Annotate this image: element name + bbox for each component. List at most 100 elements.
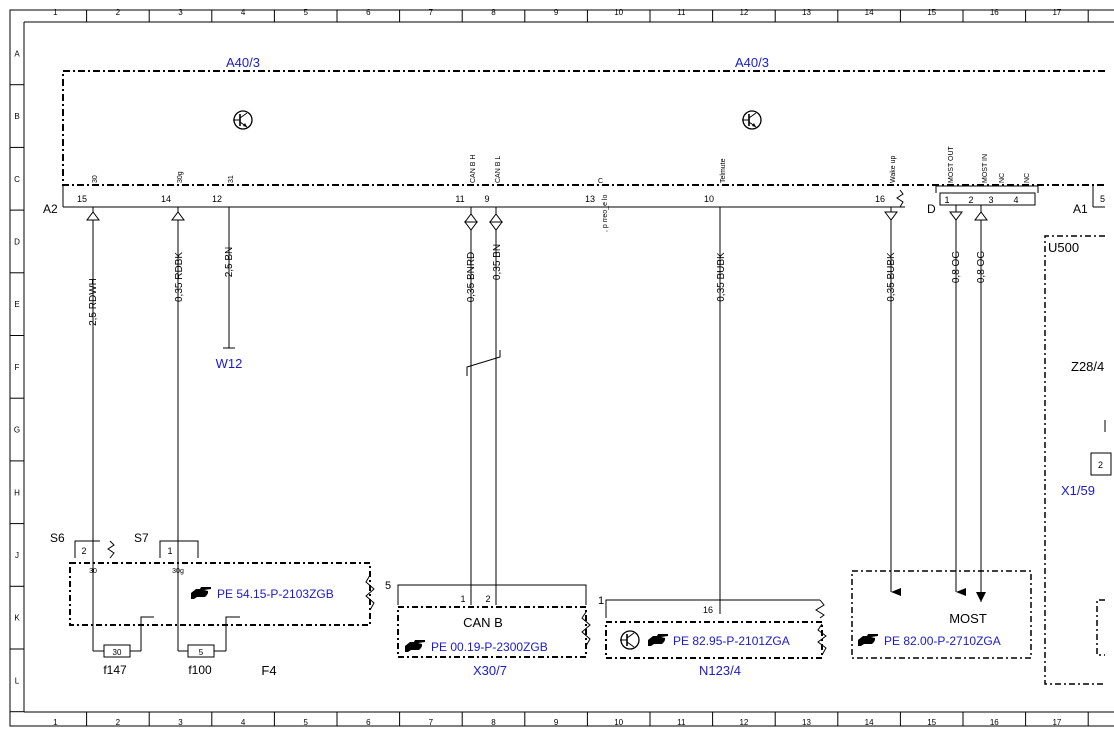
a2-label: A2 [43, 202, 58, 216]
grid-column-label: 14 [865, 8, 874, 17]
grid-row-label: H [14, 488, 20, 497]
pin-number-14: 14 [161, 194, 171, 204]
n123-box-boundary [605, 621, 823, 659]
d-pin-number-2: 2 [968, 195, 973, 205]
pin-name-30g: 30g [177, 171, 184, 183]
grid-column-label: 2 [116, 8, 121, 17]
a1-label: A1 [1073, 202, 1088, 216]
wire-label-wake-up: 0,35 BUBK [886, 252, 897, 302]
d-pin-name-most-out: MOST OUT [948, 145, 955, 183]
a40-module-boundary [62, 70, 1105, 186]
pin-name-can-b-l: CAN B L [495, 156, 502, 183]
n123-box-zigzag [817, 623, 827, 656]
most-box-reference-link[interactable]: PE 82.00-P-2710ZGA [884, 634, 1001, 648]
grid-row-label: A [14, 49, 20, 58]
pin-name-telmute: Telmute [720, 158, 727, 183]
grid-row-label: F [15, 363, 20, 372]
pin-name-wake-up: Wake up [890, 156, 897, 183]
pin-name-can-b-h: CAN B H [470, 155, 477, 183]
can-box-pin-1: 1 [460, 594, 465, 604]
z28-label: Z28/4 [1071, 359, 1104, 374]
reference-hand-icon [648, 634, 668, 646]
wire-label-bn-ground: 2,5 BN [224, 247, 235, 278]
grid-column-label: 12 [739, 8, 748, 17]
grid-column-label: 16 [990, 8, 999, 17]
x1-59-pin-number: 2 [1098, 460, 1103, 470]
x1-59-connector [1090, 452, 1112, 476]
most-box-boundary [851, 570, 1032, 659]
fuse-box-reference-link[interactable]: PE 54.15-P-2103ZGB [217, 587, 334, 601]
u500-inner-box [1096, 599, 1105, 656]
grid-row-label: C [14, 175, 20, 184]
can-box-reference-link[interactable]: PE 00.19-P-2300ZGB [431, 640, 548, 654]
can-box-zigzag [581, 611, 591, 647]
s7-label: S7 [134, 531, 149, 545]
fuse-f147-circuit [92, 616, 154, 658]
wire-rdbk [171, 207, 185, 625]
pin-number-16: 16 [875, 194, 885, 204]
wire-label-most-in: 0,8 OG [976, 251, 987, 283]
x1-59-label: X1/59 [1061, 483, 1095, 498]
transistor-icon [742, 110, 762, 130]
wire-bnrd [464, 207, 478, 605]
can-box-boundary [397, 606, 587, 658]
reference-hand-icon [858, 634, 878, 646]
grid-column-label: 3 [178, 8, 183, 17]
a1-pin-number: 5 [1100, 194, 1105, 204]
transistor-icon [233, 110, 253, 130]
d-pin-name-nc: NC [1024, 173, 1031, 183]
wire-bubk-most [884, 207, 901, 596]
can-box-bracket [397, 584, 587, 605]
grid-column-label: 8 [491, 718, 496, 727]
grid-row-label: D [14, 237, 20, 246]
grid-column-label: 15 [927, 8, 936, 17]
fuse-f147-label: f147 [103, 663, 127, 677]
grid-row-label: L [15, 676, 20, 685]
fuse-box-boundary [69, 562, 371, 626]
d-connector-label: D [927, 202, 936, 216]
s6-label: S6 [50, 531, 65, 545]
fuse-f100-circuit [177, 616, 240, 658]
grid-row-label: E [14, 300, 19, 309]
wire-label-telmute: 0,35 BUBK [716, 252, 727, 302]
grid-column-label: 5 [303, 8, 308, 17]
grid-row-label: B [14, 112, 19, 121]
d-pin-number-4: 4 [1013, 195, 1018, 205]
n123-box-number: 1 [598, 595, 604, 607]
reference-hand-icon [405, 640, 425, 652]
n123-box-reference-link[interactable]: PE 82.95-P-2101ZGA [673, 634, 790, 648]
grid-column-label: 13 [802, 8, 811, 17]
grid-column-label: 16 [990, 718, 999, 727]
wire-rdwh [86, 207, 100, 625]
pin-number-9: 9 [484, 194, 489, 204]
grid-column-label: 2 [116, 718, 121, 727]
wire-label-rdbk: 0,35 RDBK [174, 252, 185, 302]
grid-column-label: 17 [1052, 8, 1061, 17]
wire-og-in [974, 205, 988, 602]
pin-name-31: 31 [228, 175, 235, 183]
fuse-f147-value: 30 [113, 648, 122, 657]
a40-right-label: A40/3 [735, 55, 769, 70]
n123-box-pin-16: 16 [703, 605, 713, 615]
grid-column-label: 10 [614, 718, 623, 727]
reference-hand-icon [191, 587, 211, 599]
grid-column-label: 7 [429, 718, 434, 727]
grid-column-label: 15 [927, 718, 936, 727]
s6-bracket [74, 540, 100, 558]
grid-column-label: 7 [429, 8, 434, 17]
pin-number-12: 12 [212, 194, 222, 204]
pin-number-15: 15 [77, 194, 87, 204]
wire-bn [489, 207, 503, 605]
grid-row-label: K [14, 614, 20, 623]
grid-column-label: 12 [739, 718, 748, 727]
wire-label-bn: 0,35 BN [492, 244, 503, 280]
grid-column-label: 11 [677, 8, 686, 17]
grid-column-label: 1 [53, 8, 58, 17]
drawing-frame [9, 9, 1114, 727]
grid-column-label: 6 [366, 718, 371, 727]
grid-column-label: 10 [614, 8, 623, 17]
pin-number-10: 10 [704, 194, 714, 204]
d-pin-number-1: 1 [944, 195, 949, 205]
